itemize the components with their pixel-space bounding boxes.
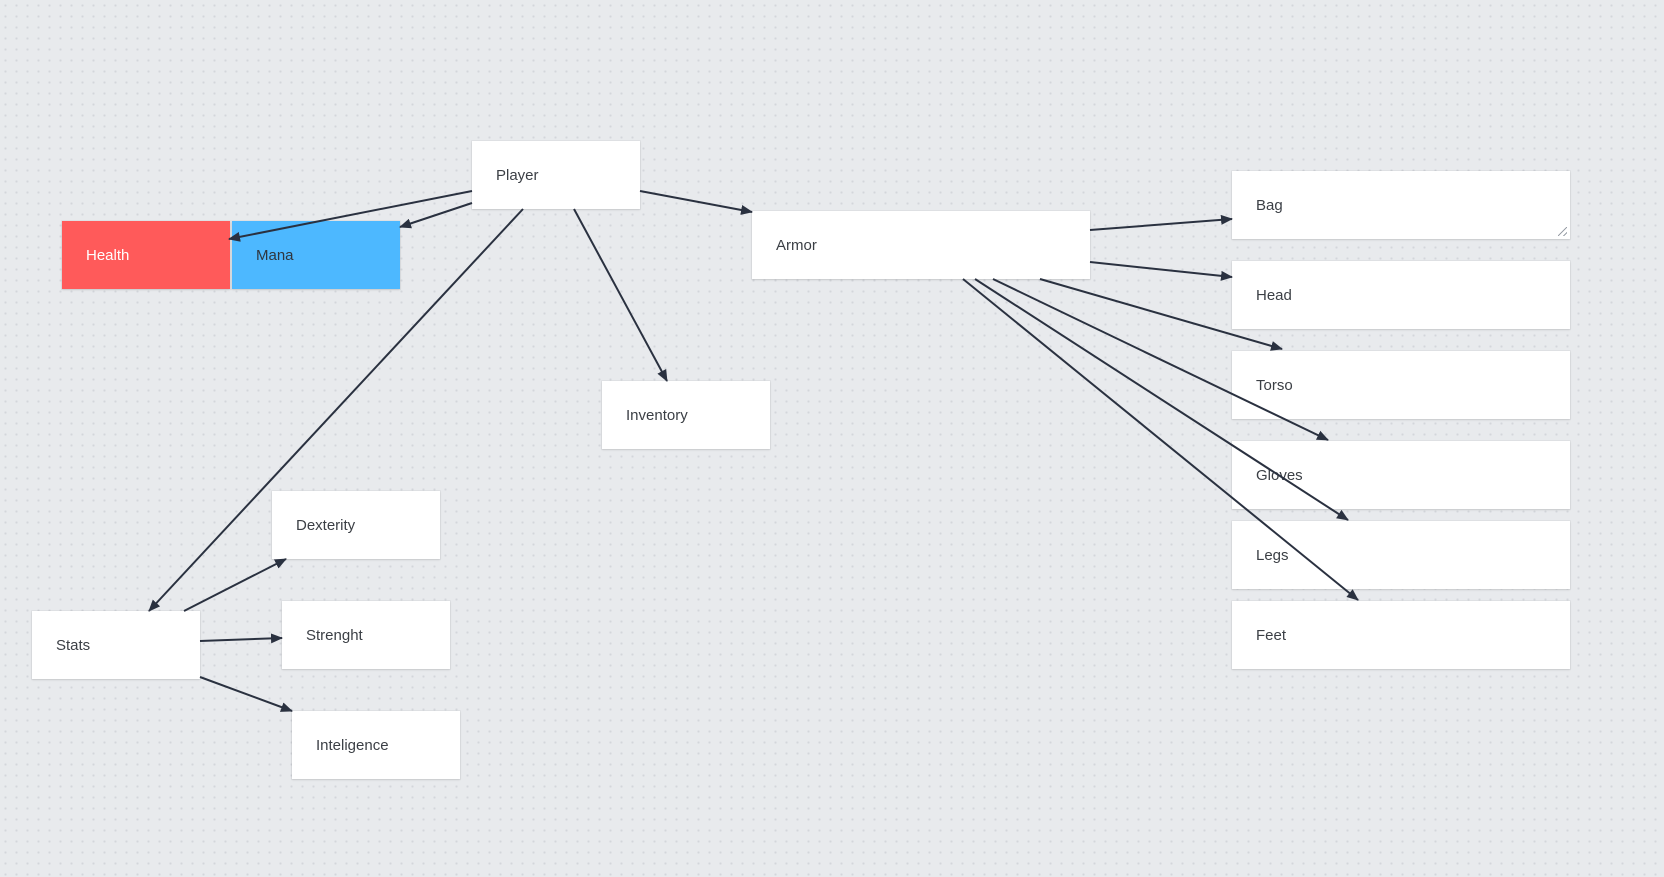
edge-stats-inteligence[interactable] <box>199 676 293 712</box>
node-inteligence-label: Inteligence <box>316 736 389 754</box>
node-armor-label: Armor <box>776 236 817 254</box>
node-gloves-label: Gloves <box>1256 466 1303 484</box>
node-legs-label: Legs <box>1256 546 1289 564</box>
node-health[interactable]: Health <box>62 221 230 289</box>
node-armor[interactable]: Armor <box>752 211 1090 279</box>
node-inventory-label: Inventory <box>626 406 688 424</box>
node-mana[interactable]: Mana <box>232 221 400 289</box>
node-legs[interactable]: Legs <box>1232 521 1570 589</box>
node-mana-label: Mana <box>256 246 294 264</box>
node-dexterity-label: Dexterity <box>296 516 356 534</box>
edge-stats-strenght[interactable] <box>199 633 283 644</box>
node-dexterity[interactable]: Dexterity <box>272 491 440 559</box>
node-bag-label: Bag <box>1256 196 1283 214</box>
node-strenght-label: Strenght <box>306 626 363 644</box>
edge-player-inventory[interactable] <box>573 208 668 382</box>
node-bag[interactable]: Bag <box>1232 171 1570 239</box>
node-feet[interactable]: Feet <box>1232 601 1570 669</box>
node-player-label: Player <box>496 166 539 184</box>
resize-handle-icon[interactable] <box>1558 227 1567 236</box>
edge-player-mana[interactable] <box>399 202 473 229</box>
node-health-label: Health <box>86 246 130 264</box>
edge-armor-head[interactable] <box>1089 261 1233 281</box>
node-player[interactable]: Player <box>472 141 640 209</box>
node-torso[interactable]: Torso <box>1232 351 1570 419</box>
node-head[interactable]: Head <box>1232 261 1570 329</box>
node-feet-label: Feet <box>1256 626 1287 644</box>
node-inteligence[interactable]: Inteligence <box>292 711 460 779</box>
edge-stats-dexterity[interactable] <box>183 558 287 612</box>
node-gloves[interactable]: Gloves <box>1232 441 1570 509</box>
node-torso-label: Torso <box>1256 376 1293 394</box>
node-stats-label: Stats <box>56 636 91 654</box>
edge-player-armor[interactable] <box>639 190 753 215</box>
node-stats[interactable]: Stats <box>32 611 200 679</box>
node-inventory[interactable]: Inventory <box>602 381 770 449</box>
edge-armor-bag[interactable] <box>1089 214 1233 231</box>
node-strenght[interactable]: Strenght <box>282 601 450 669</box>
node-head-label: Head <box>1256 286 1292 304</box>
